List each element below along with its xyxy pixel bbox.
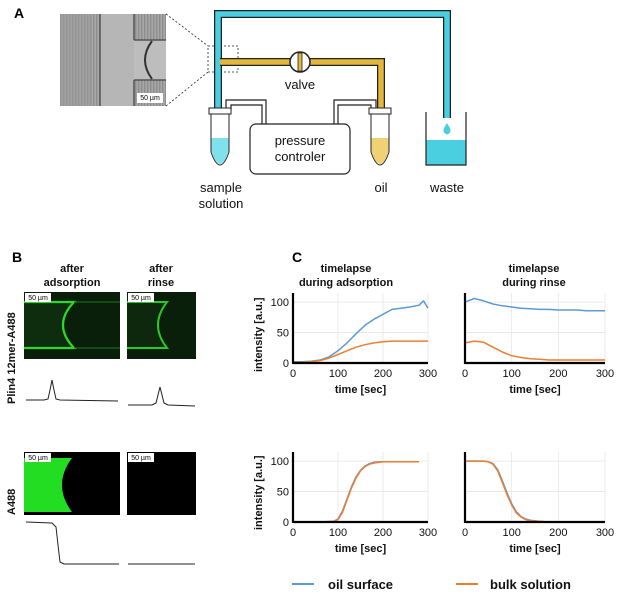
x-axis-label: time [sec] <box>509 543 561 555</box>
legend-label-bulk: bulk solution <box>490 577 571 592</box>
profile-a488-adsorption <box>25 521 119 565</box>
panel-c: C timelapse during adsorption timelapse … <box>253 249 614 592</box>
pressure-label-line1: pressure <box>275 133 326 148</box>
legend-label-oil: oil surface <box>328 577 393 592</box>
channel-micrograph: 50 µm <box>60 14 166 106</box>
y-tick-label: 0 <box>283 517 289 529</box>
y-axis-label-bottom: intensity [a.u.] <box>253 455 265 530</box>
x-tick-label: 200 <box>374 527 392 539</box>
x-tick-label: 100 <box>502 527 520 539</box>
sample-tube-icon <box>208 107 232 166</box>
profile-plin4-adsorption <box>26 379 119 402</box>
pressure-lines <box>225 99 377 124</box>
x-tick-label: 100 <box>329 368 347 380</box>
chart-header-rinse-2: during rinse <box>502 277 566 289</box>
x-tick-label: 300 <box>596 527 614 539</box>
x-tick-label: 200 <box>549 527 567 539</box>
chart-header-rinse-1: timelapse <box>509 263 560 275</box>
panel-a-letter: A <box>14 5 24 21</box>
scale-label-2: 50 µm <box>131 295 151 302</box>
x-axis-label: time [sec] <box>335 543 387 555</box>
image-plin4-rinse: 50 µm <box>127 292 196 359</box>
valve-label: valve <box>285 77 315 92</box>
col-header-adsorption-2: adsorption <box>44 277 101 289</box>
series-line-bulk-solution <box>464 340 605 361</box>
chart-header-adsorption-2: during adsorption <box>299 277 393 289</box>
x-tick-label: 100 <box>329 527 347 539</box>
col-header-rinse-1: after <box>149 263 174 275</box>
x-axis-label: time [sec] <box>509 384 561 396</box>
y-axis-label-top: intensity [a.u.] <box>253 297 265 372</box>
panel-a: A 50 µm <box>14 5 467 211</box>
row-label-plin4: Plin4 12mer-A488 <box>6 312 18 404</box>
zoom-line-bottom <box>165 71 209 107</box>
x-tick-label: 0 <box>462 368 468 380</box>
chart-plots: 0 100 200 300 0 50 100 time [sec] 0 100 200 300 time… <box>271 293 614 555</box>
yellow-tubing <box>220 58 385 110</box>
image-a488-rinse: 50 µm <box>127 452 196 515</box>
scale-label-3: 50 µm <box>28 455 48 462</box>
valve-icon <box>289 51 311 73</box>
x-tick-label: 0 <box>290 527 296 539</box>
y-tick-label: 50 <box>277 328 289 340</box>
scale-label-4: 50 µm <box>131 455 151 462</box>
x-tick-label: 100 <box>502 368 520 380</box>
scale-bar-label: 50 µm <box>140 95 160 102</box>
waste-label: waste <box>429 180 464 195</box>
x-tick-label: 300 <box>419 368 437 380</box>
y-tick-label: 100 <box>271 456 289 468</box>
panel-c-letter: C <box>292 249 302 265</box>
series-line-bulk-solution <box>293 340 428 364</box>
sample-label-line2: solution <box>199 196 244 211</box>
chart-1: 0 100 200 300 0 50 100 time [sec] <box>271 293 437 396</box>
scale-bar-box <box>137 93 163 103</box>
legend: oil surface bulk solution <box>292 577 571 592</box>
panel-b-letter: B <box>12 249 22 265</box>
profile-plin4-rinse <box>128 386 196 407</box>
x-tick-label: 200 <box>549 368 567 380</box>
scale-label-1: 50 µm <box>28 295 48 302</box>
oil-tube-icon <box>368 107 392 166</box>
zoom-line-top <box>165 13 209 47</box>
capillary-branch <box>134 40 166 80</box>
waste-beaker-icon <box>425 112 467 166</box>
y-tick-label: 100 <box>271 297 289 309</box>
cyan-tubing <box>214 10 451 118</box>
col-header-rinse-2: rinse <box>148 277 174 289</box>
series-line-oil-surface <box>464 297 605 312</box>
oil-label: oil <box>374 180 387 195</box>
chart-4: 0 100 200 300 time [sec] <box>462 452 614 555</box>
chart-2: 0 100 200 300 time [sec] <box>462 293 614 396</box>
capillary-vertical <box>100 14 134 106</box>
x-tick-label: 300 <box>596 368 614 380</box>
y-tick-label: 50 <box>277 487 289 499</box>
series-line-oil-surface <box>293 300 429 363</box>
row-label-a488: A488 <box>6 489 18 515</box>
sample-label-line1: sample <box>200 180 242 195</box>
series-line-bulk-solution <box>293 460 419 523</box>
x-tick-label: 300 <box>419 527 437 539</box>
image-plin4-adsorption: 50 µm <box>24 292 120 359</box>
panel-b: B after adsorption after rinse Plin4 12m… <box>6 249 196 565</box>
x-tick-label: 200 <box>374 368 392 380</box>
x-tick-label: 0 <box>290 368 296 380</box>
x-axis-label: time [sec] <box>335 384 387 396</box>
pressure-label-line2: controler <box>275 149 326 164</box>
chart-3: 0 100 200 300 0 50 100 time [sec] <box>271 452 437 555</box>
image-a488-adsorption: 50 µm <box>24 452 120 515</box>
micrograph-shadow <box>60 14 92 106</box>
x-tick-label: 0 <box>462 527 468 539</box>
pressure-controller <box>249 123 351 175</box>
y-tick-label: 0 <box>283 358 289 370</box>
oil-meniscus <box>144 40 153 80</box>
col-header-adsorption-1: after <box>60 263 85 275</box>
chart-header-adsorption-1: timelapse <box>321 263 372 275</box>
